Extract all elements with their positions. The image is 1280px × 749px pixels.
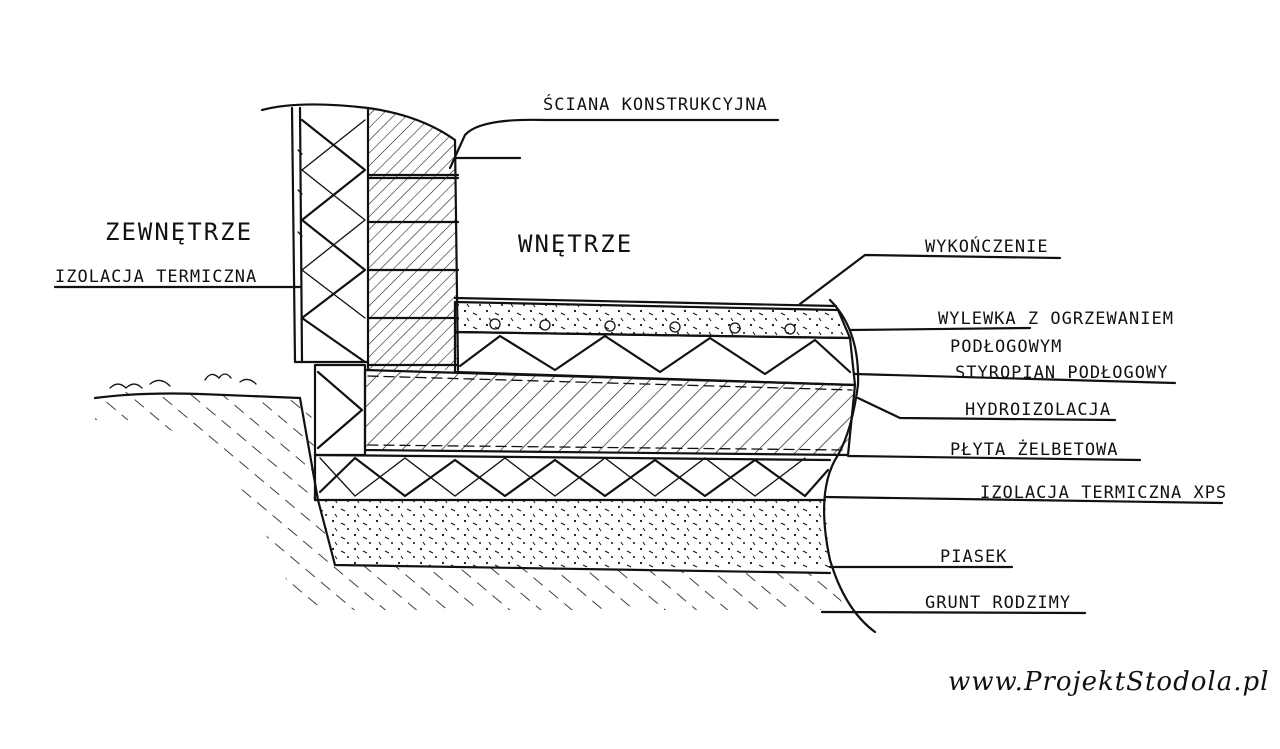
label-waterproofing: HYDROIZOLACJA xyxy=(965,400,1111,420)
foundation-insulation xyxy=(313,363,367,502)
label-finish: WYKOŃCZENIE xyxy=(925,235,1049,257)
label-native-ground: GRUNT RODZIMY xyxy=(925,593,1071,613)
label-concrete-slab: PŁYTA ŻELBETOWA xyxy=(950,439,1119,460)
wall-insulation xyxy=(260,103,370,364)
label-thermal-insulation: IZOLACJA TERMICZNA xyxy=(55,267,257,287)
sand-layer xyxy=(318,500,830,570)
watermark-url: www.ProjektStodola.pl xyxy=(948,667,1269,697)
xps-insulation xyxy=(313,453,832,502)
label-screed-line2: PODŁOGOWYM xyxy=(950,337,1062,357)
label-screed-line1: WYLEWKA Z OGRZEWANIEM xyxy=(938,309,1174,329)
label-xps-insulation: IZOLACJA TERMICZNA XPS xyxy=(980,483,1227,503)
label-interior: WNĘTRZE xyxy=(518,230,633,258)
label-structural-wall: ŚCIANA KONSTRUKCYJNA xyxy=(543,93,768,115)
label-exterior: ZEWNĘTRZE xyxy=(105,218,253,246)
label-sand: PIASEK xyxy=(940,547,1007,567)
label-floor-styrofoam: STYROPIAN PODŁOGOWY xyxy=(955,363,1168,383)
leader-lines xyxy=(53,118,1224,615)
heated-screed xyxy=(453,296,852,340)
structural-wall xyxy=(366,106,460,372)
section-boundary xyxy=(823,298,877,634)
